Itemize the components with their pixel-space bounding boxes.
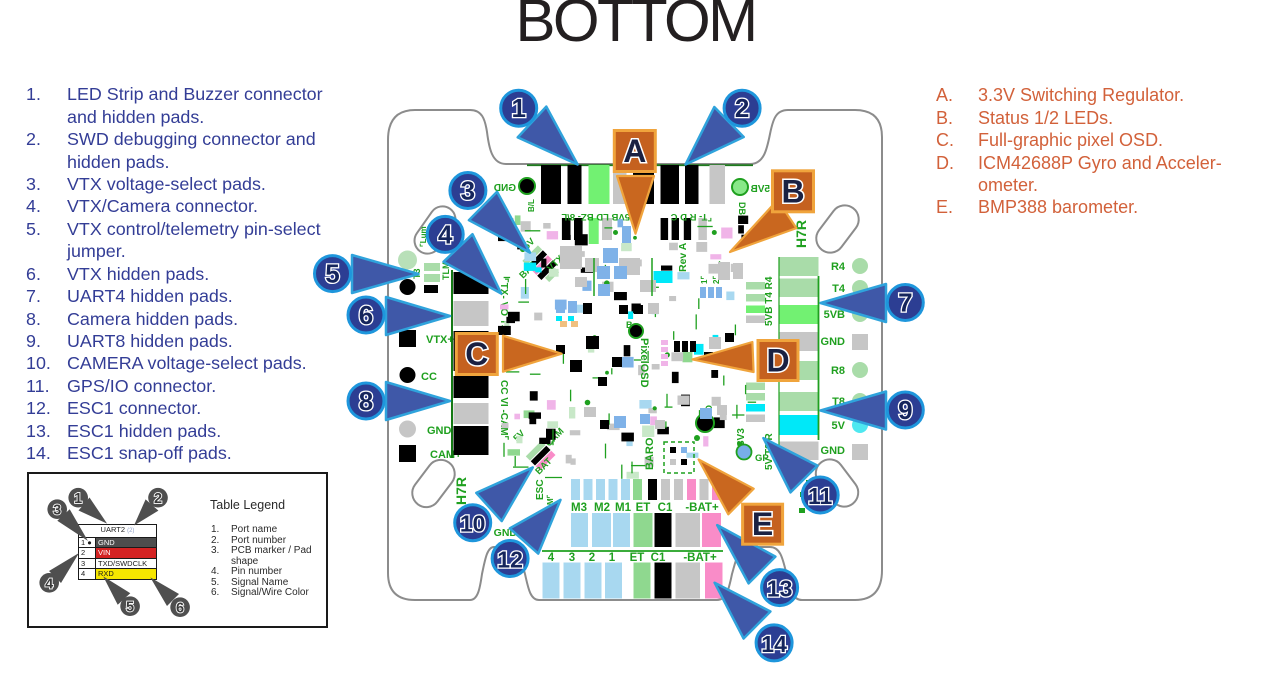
- svg-text:4: 4: [438, 219, 453, 249]
- svg-text:5VB T4 R4: 5VB T4 R4: [764, 276, 775, 326]
- svg-text:5VB: 5VB: [824, 309, 845, 321]
- svg-text:6: 6: [359, 300, 373, 330]
- svg-text:H7R: H7R: [793, 220, 809, 248]
- svg-text:D: D: [766, 343, 789, 379]
- svg-text:B/L: B/L: [527, 199, 536, 212]
- svg-text:T4: T4: [832, 283, 846, 295]
- svg-text:GND: GND: [494, 183, 516, 194]
- svg-text:C1: C1: [651, 552, 666, 564]
- svg-text:10: 10: [460, 511, 486, 537]
- svg-text:14: 14: [761, 631, 787, 657]
- svg-text:9: 9: [898, 395, 912, 425]
- svg-text:12: 12: [497, 547, 523, 573]
- svg-text:1: 1: [609, 552, 616, 564]
- svg-text:PixelOSD: PixelOSD: [638, 338, 650, 388]
- svg-text:CC VI -CAM⌜: CC VI -CAM⌜: [498, 380, 509, 441]
- svg-text:-BAT+: -BAT+: [685, 502, 719, 514]
- svg-text:2: 2: [735, 93, 749, 123]
- svg-text:1⌜: 1⌜: [700, 276, 709, 284]
- svg-text:5: 5: [325, 259, 339, 289]
- svg-text:DBG: DBG: [737, 202, 747, 222]
- svg-text:M⌜: M⌜: [546, 494, 555, 505]
- svg-text:CC: CC: [421, 371, 437, 383]
- svg-text:M3: M3: [571, 502, 587, 514]
- svg-text:⌜Lum: ⌜Lum: [419, 226, 428, 247]
- svg-text:13: 13: [767, 576, 793, 602]
- svg-text:4: 4: [45, 576, 53, 592]
- svg-text:GND: GND: [821, 445, 846, 457]
- svg-text:TLM: TLM: [441, 262, 451, 281]
- svg-text:3V3: 3V3: [736, 428, 747, 446]
- svg-text:2: 2: [154, 491, 162, 507]
- svg-text:B: B: [781, 173, 804, 209]
- svg-text:6: 6: [176, 601, 184, 617]
- svg-text:VTX+: VTX+: [426, 334, 454, 346]
- svg-text:4: 4: [548, 552, 555, 564]
- svg-text:ET: ET: [630, 552, 645, 564]
- svg-text:M2: M2: [594, 502, 610, 514]
- svg-text:-BAT+: -BAT+: [683, 552, 717, 564]
- svg-text:R4: R4: [831, 261, 846, 273]
- svg-text:ET: ET: [636, 502, 651, 514]
- svg-text:7: 7: [898, 288, 912, 318]
- svg-text:⌜T- R D C: ⌜T- R D C: [670, 211, 712, 222]
- svg-text:H7R: H7R: [453, 477, 469, 505]
- svg-text:BARO: BARO: [644, 437, 656, 470]
- svg-text:5VB: 5VB: [751, 184, 770, 195]
- svg-text:11: 11: [808, 483, 833, 509]
- svg-text:M1: M1: [615, 502, 632, 514]
- svg-text:C: C: [465, 336, 488, 372]
- svg-text:ESC: ESC: [535, 479, 546, 500]
- svg-text:R8: R8: [831, 365, 845, 377]
- svg-text:C1: C1: [658, 502, 673, 514]
- svg-text:8: 8: [359, 386, 373, 416]
- svg-text:3: 3: [461, 176, 475, 206]
- svg-text:GND: GND: [427, 425, 452, 437]
- svg-text:5V: 5V: [832, 420, 846, 432]
- svg-text:1: 1: [74, 491, 82, 507]
- svg-text:Rev A: Rev A: [677, 242, 689, 272]
- svg-text:3: 3: [569, 552, 575, 564]
- svg-text:3: 3: [53, 503, 61, 519]
- svg-text:2: 2: [589, 552, 595, 564]
- svg-text:2⌜: 2⌜: [712, 276, 721, 284]
- svg-text:B: B: [626, 320, 633, 330]
- svg-text:GND: GND: [821, 336, 846, 348]
- svg-text:A: A: [623, 133, 646, 169]
- svg-text:1: 1: [511, 93, 525, 123]
- svg-text:GP: GP: [755, 453, 769, 464]
- svg-text:5VB LD BZ- 8\L: 5VB LD BZ- 8\L: [561, 211, 630, 222]
- svg-text:5: 5: [126, 600, 134, 616]
- svg-text:E: E: [752, 506, 773, 542]
